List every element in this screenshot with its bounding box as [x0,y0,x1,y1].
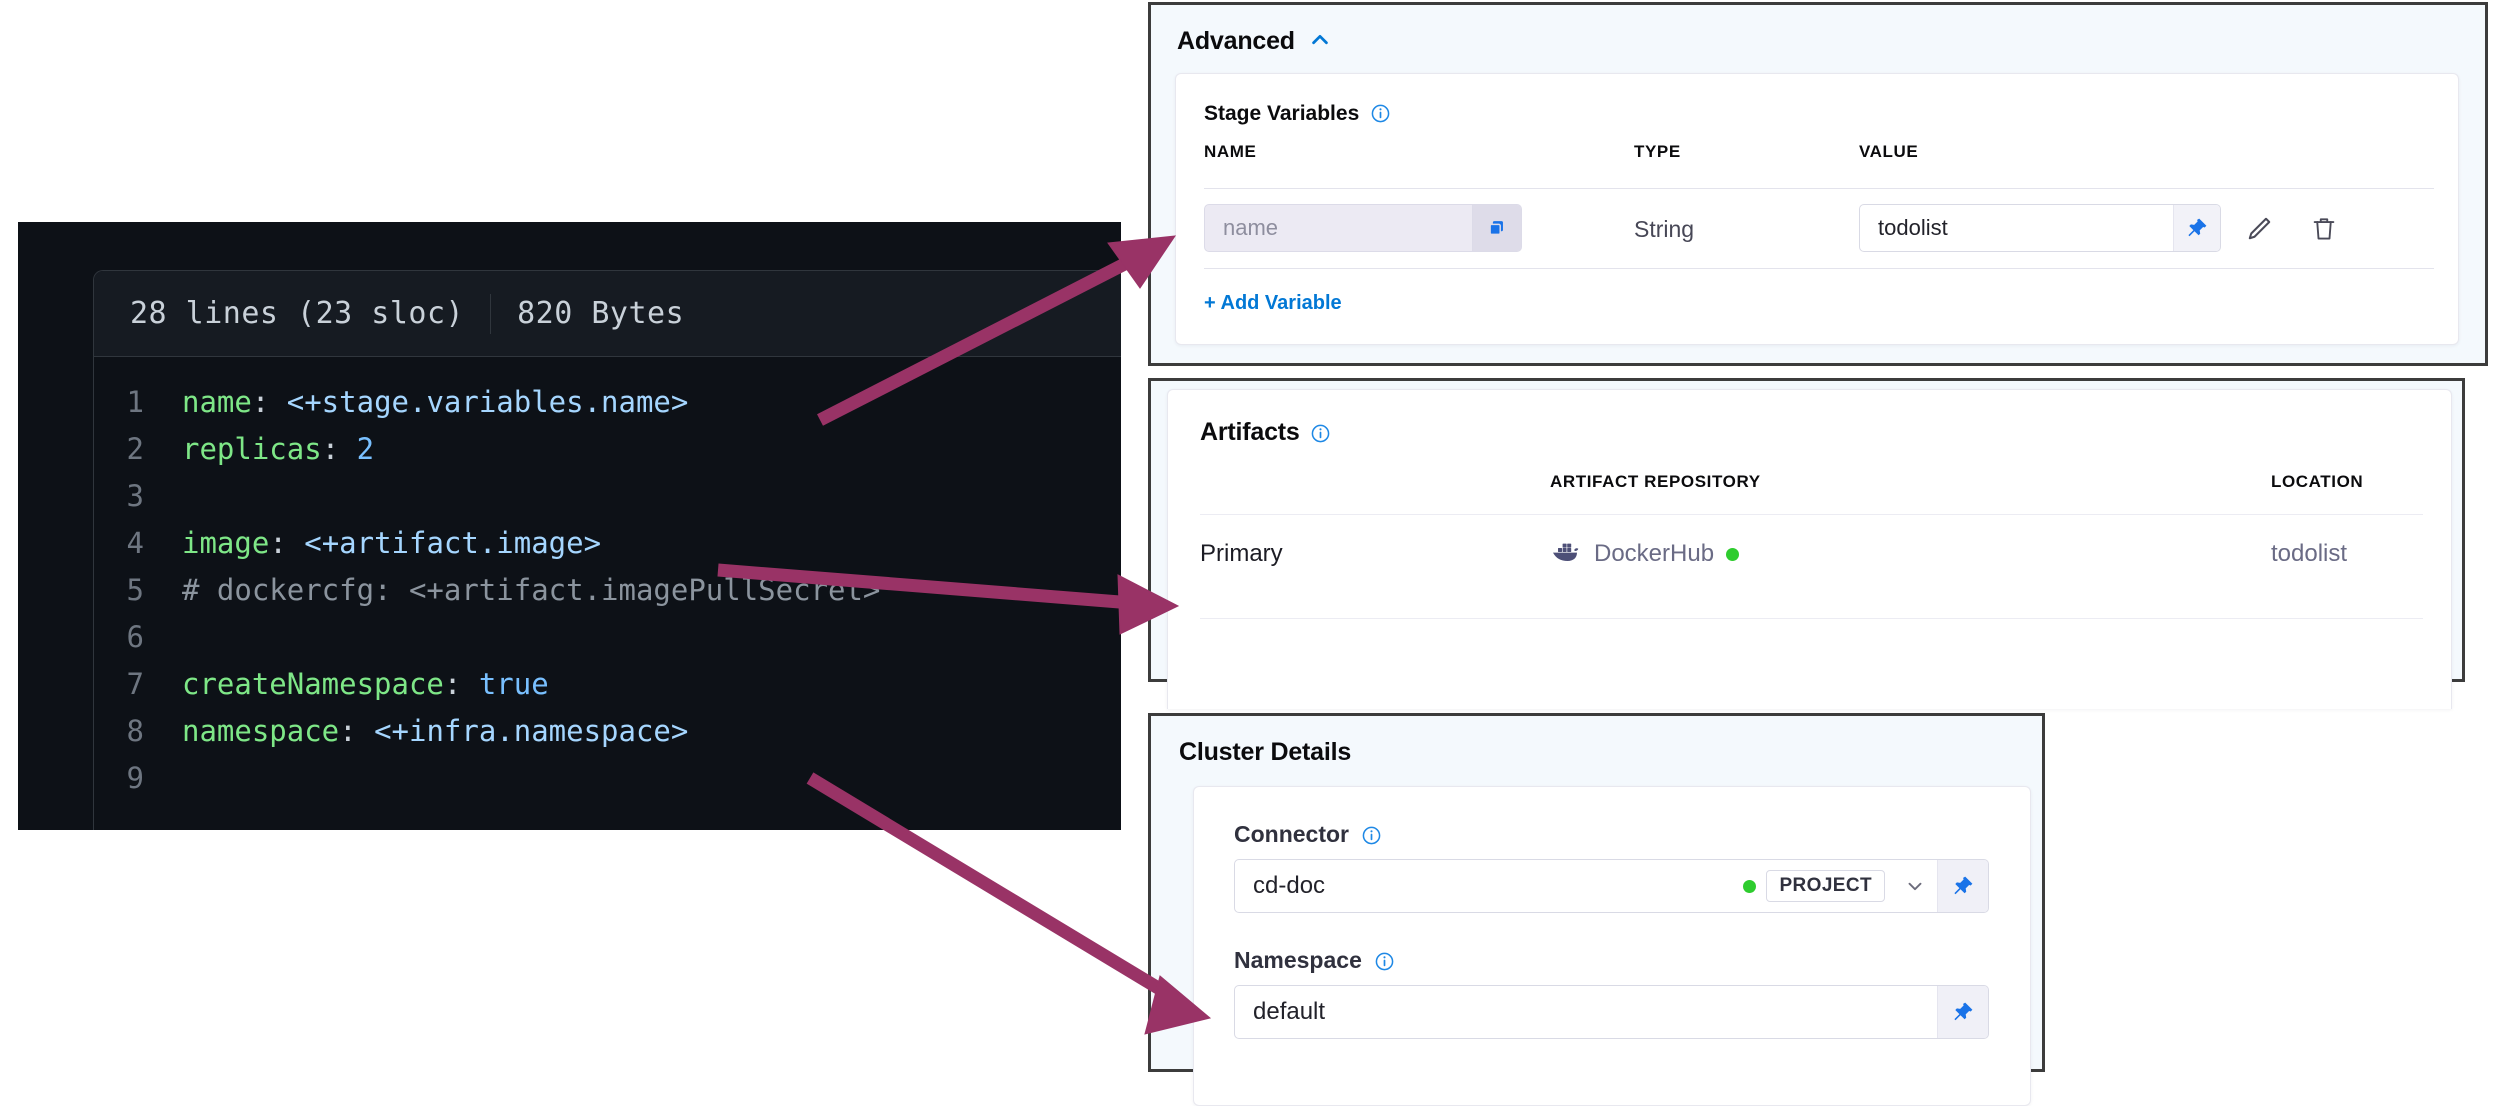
artifacts-section-panel: Artifacts ARTIFACT REPOSITORY LOCATION P… [1148,378,2465,709]
code-line: 5 # dockercfg: <+artifact.imagePullSecre… [94,567,1121,614]
divider [1200,618,2423,619]
artifact-repository-cell[interactable]: DockerHub [1550,540,1740,568]
connector-value: cd-doc [1253,872,1326,899]
code-token-comment: # dockercfg: <+artifact.imagePullSecret> [182,573,881,607]
chevron-up-icon[interactable] [1309,29,1331,51]
code-token-key: createNamespace [182,667,444,701]
artifact-repository-name: DockerHub [1594,540,1715,567]
cluster-details-panel: Cluster Details Connector cd-doc PROJECT… [1148,713,2045,1106]
column-header-name: NAME [1204,142,1257,161]
code-line: 1 name: <+stage.variables.name> [94,379,1121,426]
line-number: 7 [126,667,144,701]
copy-icon[interactable] [1472,205,1521,251]
code-line: 7 createNamespace: true [94,661,1121,708]
connector-label-wrap: Connector [1234,821,1381,848]
code-token-key: name [182,385,252,419]
divider [1204,268,2434,269]
code-lines-count: 28 lines (23 sloc) [130,296,465,331]
namespace-label: Namespace [1234,947,1362,973]
divider [1204,188,2434,189]
code-token-colon: : [443,667,479,701]
pin-icon[interactable] [1937,986,1988,1038]
namespace-value: default [1253,998,1326,1025]
line-number: 4 [126,526,144,560]
artifact-location-value: todolist [2271,540,2348,567]
stage-variable-row: name String todolist [1204,196,2434,262]
chevron-down-icon[interactable] [1893,875,1937,897]
variable-value-input[interactable]: todolist [1859,204,2221,252]
code-token-key: image [182,526,270,560]
code-token-key: namespace [182,714,340,748]
line-number: 2 [126,432,144,466]
status-dot [1726,547,1740,561]
info-icon[interactable] [1311,424,1330,443]
code-lines-container: 1 name: <+stage.variables.name> 2 replic… [94,357,1121,802]
artifact-type-label: Primary [1200,540,1283,567]
advanced-header[interactable]: Advanced [1177,27,1331,56]
line-number: 9 [126,761,144,795]
artifacts-title: Artifacts [1200,418,1300,446]
trash-icon[interactable] [2309,214,2339,249]
connector-status-dot [1743,879,1757,893]
pencil-icon[interactable] [2244,214,2274,249]
column-header-artifact-repository: ARTIFACT REPOSITORY [1550,472,1761,491]
code-file-size: 820 Bytes [517,296,685,331]
code-token-value: 2 [356,432,375,466]
namespace-input[interactable]: default [1234,985,1989,1039]
code-token-value: <+artifact.image> [304,526,602,560]
code-file-header: 28 lines (23 sloc) 820 Bytes [94,271,1121,357]
variable-value-text: todolist [1878,215,1948,240]
add-variable-button[interactable]: + Add Variable [1204,292,1342,314]
code-line: 9 [94,755,1121,802]
info-icon[interactable] [1375,950,1394,971]
line-number: 1 [126,385,144,419]
pin-icon[interactable] [1937,860,1988,912]
code-token-value: true [478,667,549,701]
connector-scope-badge: PROJECT [1766,870,1885,902]
cluster-details-card: Connector cd-doc PROJECT Namespace defau… [1193,786,2031,1106]
line-number: 5 [126,573,144,607]
code-token-value: <+stage.variables.name> [286,385,689,419]
column-header-location: LOCATION [2271,472,2364,491]
code-token-colon: : [269,526,305,560]
code-viewer-panel: 28 lines (23 sloc) 820 Bytes 1 name: <+s… [18,222,1121,830]
variable-type-value: String [1634,216,1695,242]
code-line: 6 [94,614,1121,661]
artifacts-label-wrap: Artifacts [1200,418,1330,447]
code-file-card: 28 lines (23 sloc) 820 Bytes 1 name: <+s… [93,270,1121,830]
divider [1200,514,2423,515]
line-number: 3 [126,479,144,513]
namespace-label-wrap: Namespace [1234,947,1394,974]
code-header-divider [490,293,492,334]
code-line: 2 replicas: 2 [94,426,1121,473]
info-icon[interactable] [1362,824,1381,845]
stage-variables-label: Stage Variables [1204,102,1360,125]
advanced-section-panel: Advanced Stage Variables NAME TYPE VALUE… [1148,2,2488,366]
code-token-colon: : [321,432,357,466]
column-header-type: TYPE [1634,142,1681,161]
stage-variables-column-headers: NAME TYPE VALUE [1204,142,2434,170]
code-line: 4 image: <+artifact.image> [94,520,1121,567]
connector-label: Connector [1234,821,1349,847]
line-number: 8 [126,714,144,748]
code-token-colon: : [339,714,375,748]
code-token-key: replicas [182,432,322,466]
stage-variables-label-wrap: Stage Variables [1204,102,1390,126]
connector-input[interactable]: cd-doc PROJECT [1234,859,1989,913]
info-icon[interactable] [1371,104,1390,123]
advanced-title: Advanced [1177,27,1295,55]
pin-icon[interactable] [2173,205,2220,251]
docker-whale-icon [1550,541,1582,568]
artifacts-card: Artifacts ARTIFACT REPOSITORY LOCATION P… [1167,389,2452,709]
code-line: 8 namespace: <+infra.namespace> [94,708,1121,755]
code-line: 3 [94,473,1121,520]
code-token-value: <+infra.namespace> [374,714,689,748]
stage-variables-card: Stage Variables NAME TYPE VALUE name Str… [1175,73,2459,345]
code-token-colon: : [251,385,287,419]
variable-name-placeholder: name [1223,215,1279,240]
variable-name-input[interactable]: name [1204,204,1522,252]
line-number: 6 [126,620,144,654]
cluster-details-title: Cluster Details [1179,738,1352,766]
column-header-value: VALUE [1859,142,1919,161]
